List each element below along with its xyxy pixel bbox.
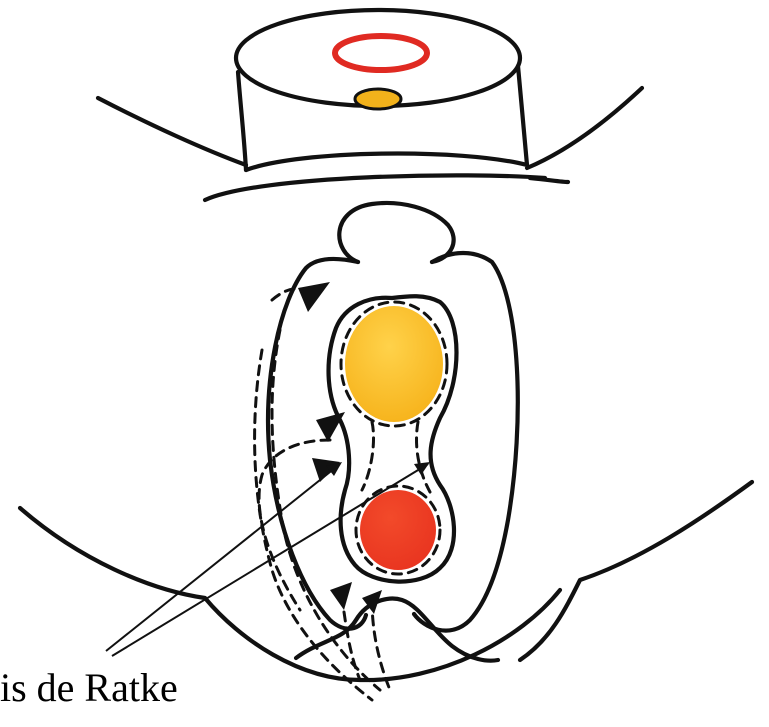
neck-curve [205, 175, 545, 200]
pointer-line-left [106, 464, 340, 651]
isthmus-dash-right [417, 422, 431, 492]
ratke-pouch-label: is de Ratke [0, 664, 178, 712]
yellow-region [345, 306, 443, 422]
cylinder-left-side [238, 72, 246, 170]
red-ring-lumen [335, 36, 427, 70]
isthmus-dash-left [362, 422, 374, 490]
right-shoulder-line [527, 88, 642, 168]
neck-curve-tail [530, 178, 568, 182]
arrowhead-upper [298, 282, 330, 312]
lower-right-crease [520, 482, 752, 660]
cylinder-right-side [518, 66, 527, 165]
migration-path-bottom-2 [372, 600, 390, 690]
lower-left-crease [20, 508, 560, 680]
pouch-head-bulb [339, 203, 453, 262]
top-cylinder [236, 10, 527, 170]
pouch-outer-left [268, 259, 366, 629]
arrowhead-bottom-left [330, 582, 352, 610]
arrowhead-middle-upper [316, 412, 345, 442]
left-shoulder-line [98, 98, 246, 165]
red-region [360, 490, 436, 570]
cylinder-bottom-rim [246, 154, 527, 170]
pointer-arrowhead-right [414, 462, 430, 475]
small-yellow-disc [355, 89, 401, 109]
